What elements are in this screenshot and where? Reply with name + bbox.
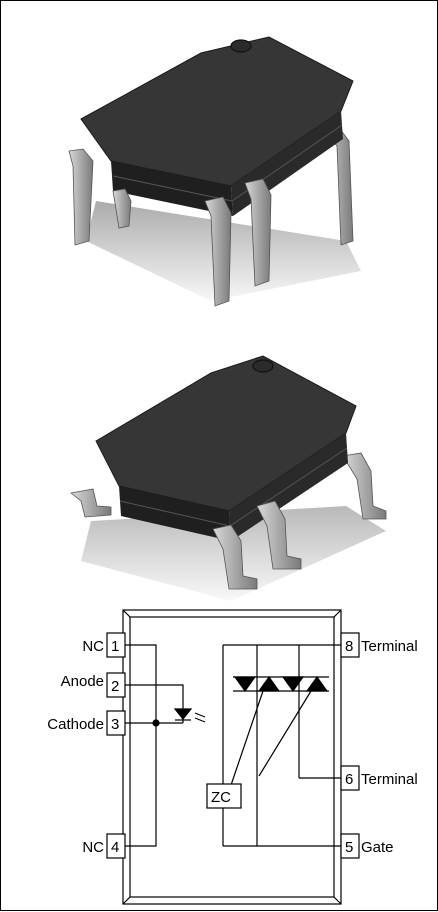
dip-8-package — [68, 36, 361, 307]
dip-lead-back-left — [68, 148, 94, 246]
triac-1-left — [233, 676, 257, 693]
dip-pin1-dot — [230, 39, 252, 53]
pin-1-number: 1 — [111, 638, 119, 655]
dip-lead-front-3 — [112, 188, 132, 229]
led-triangle — [173, 708, 193, 720]
triac-2-right — [305, 675, 329, 692]
gate-line-2 — [258, 690, 312, 777]
dip-parting-line — [112, 124, 343, 202]
schematic — [106, 609, 360, 905]
wire-pin1 — [125, 644, 157, 847]
pin-3-number: 3 — [111, 716, 119, 733]
junction-dot — [152, 719, 160, 727]
schematic-outline-outer — [122, 609, 342, 905]
pin-4-number: 4 — [111, 839, 119, 856]
schematic-labels: ZC 1 2 3 4 8 6 5 NC Anode Cathode NC Ter… — [47, 638, 417, 856]
smd-body-top — [95, 355, 357, 512]
pin-5-label: Gate — [361, 839, 394, 856]
zc-box — [206, 783, 242, 809]
smd-pin1-dot — [252, 359, 274, 373]
pin-5-number: 5 — [345, 839, 353, 856]
pin-6-number: 6 — [345, 771, 353, 788]
pin-6-label: Terminal — [361, 771, 418, 788]
triac-2-left — [281, 676, 305, 693]
smd-lead-front-1 — [212, 524, 258, 590]
schematic-outline-inner — [129, 616, 335, 898]
dip-lead-front-1 — [204, 196, 232, 307]
pin-1-label: NC — [82, 638, 104, 655]
smd-8-package — [70, 355, 387, 601]
pin-2-number: 2 — [111, 678, 119, 695]
wire-pin2 — [125, 684, 184, 709]
smd-lead-front-2 — [256, 500, 302, 570]
smd-lead-back-right — [342, 452, 387, 520]
gate-line-1 — [228, 690, 264, 792]
smd-lead-back-left — [70, 488, 112, 518]
pin-8-label: Terminal — [361, 638, 418, 655]
pin-8-number: 8 — [345, 638, 353, 655]
pin-4-label: NC — [82, 839, 104, 856]
zc-label: ZC — [211, 789, 231, 806]
dip-lead-front-2 — [244, 178, 272, 287]
pin-2-label: Anode — [61, 673, 104, 690]
pin-3-label: Cathode — [47, 716, 104, 733]
triac-1-right — [257, 675, 281, 692]
